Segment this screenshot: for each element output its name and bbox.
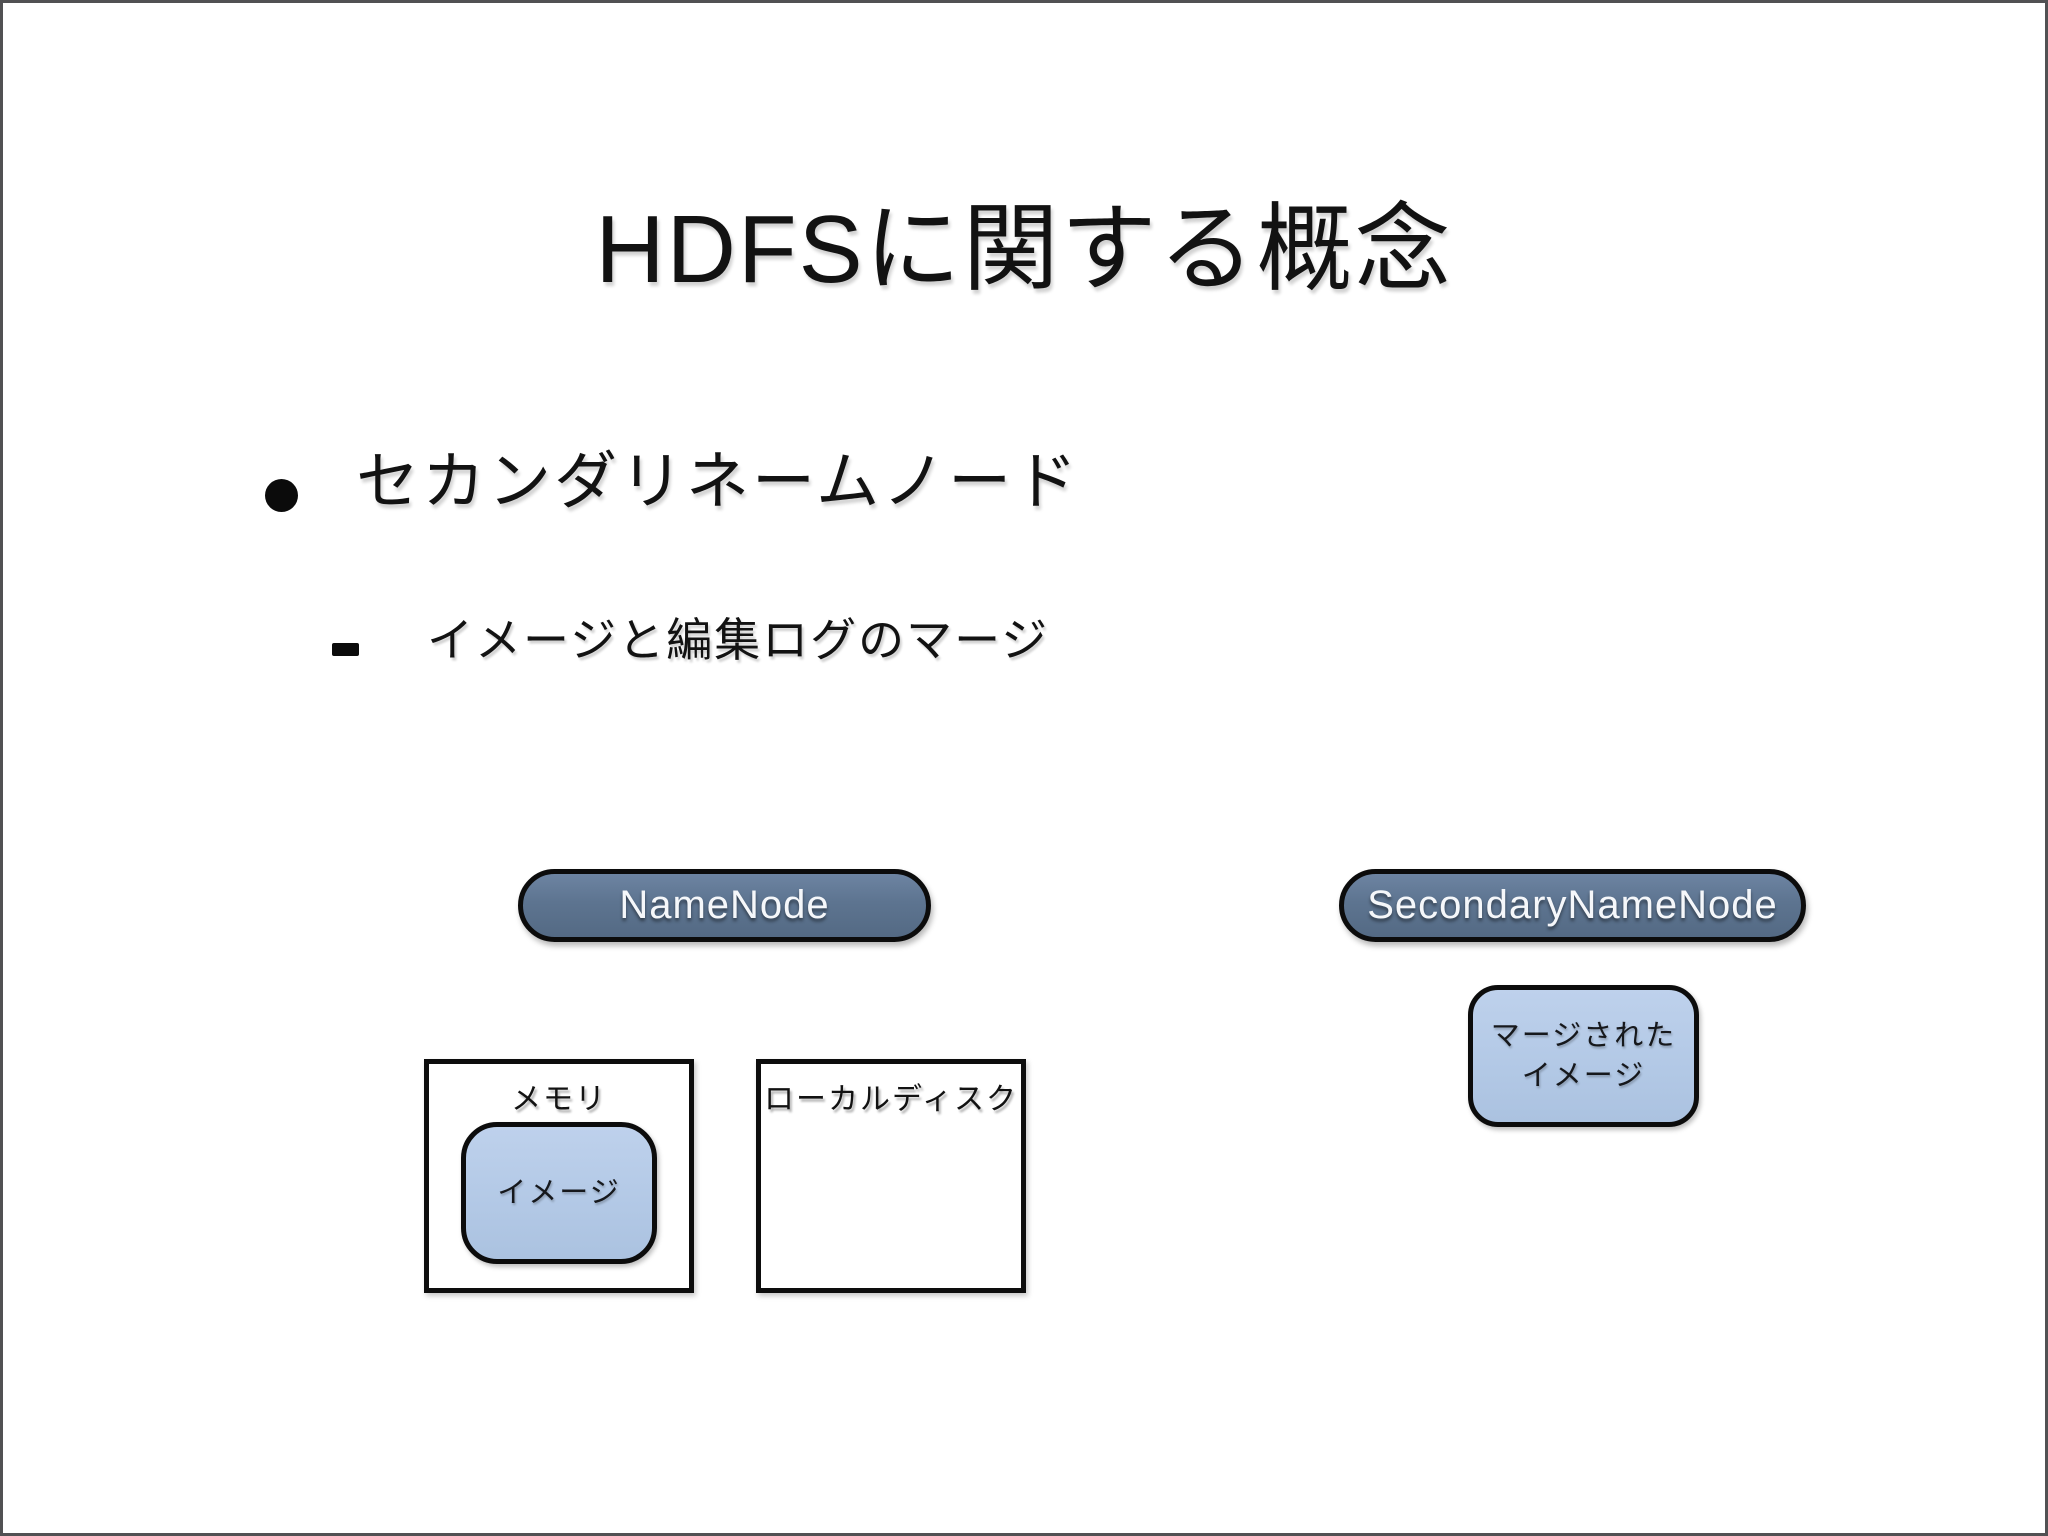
memory-box-label: メモリ <box>511 1083 607 1116</box>
dash-icon <box>332 643 359 656</box>
sub-bullet-item-merge: イメージと編集ログのマージ <box>427 614 1050 666</box>
namenode-pill: NameNode <box>518 869 931 942</box>
merged-image-box: マージされた イメージ <box>1468 985 1699 1127</box>
bullet-item-secondary-namenode: セカンダリネームノード <box>356 447 1081 517</box>
namenode-label: NameNode <box>619 883 830 927</box>
local-disk-box: ローカルディスク <box>756 1059 1026 1293</box>
secondary-namenode-label: SecondaryNameNode <box>1367 883 1778 927</box>
merged-image-box-label-line2: イメージ <box>1521 1060 1646 1092</box>
secondary-namenode-pill: SecondaryNameNode <box>1339 869 1806 942</box>
image-box-label: イメージ <box>497 1177 621 1209</box>
local-disk-box-label: ローカルディスク <box>764 1083 1018 1116</box>
bullet-dot-icon <box>265 479 298 512</box>
merged-image-box-label-line1: マージされた <box>1490 1020 1677 1052</box>
image-box: イメージ <box>461 1122 657 1264</box>
slide-title: HDFSに関する概念 <box>595 196 1453 303</box>
